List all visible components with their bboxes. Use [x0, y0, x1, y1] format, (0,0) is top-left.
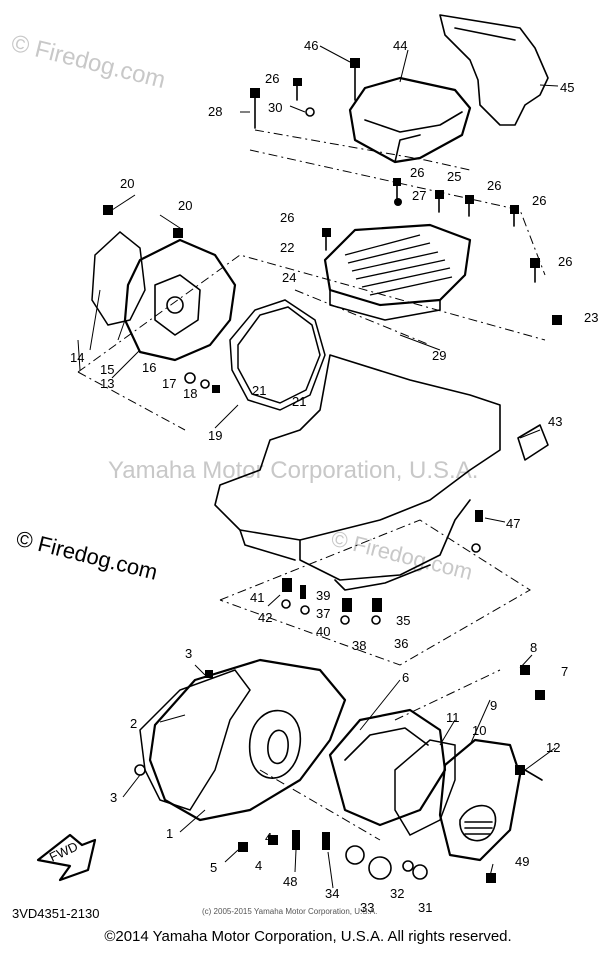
- callout-8: 8: [530, 640, 537, 655]
- gasket-14: [91, 231, 146, 326]
- diagram-code: 3VD4351-2130: [12, 906, 99, 921]
- callout-30: 30: [268, 100, 282, 115]
- callout-26c: 26: [487, 178, 501, 193]
- callout-26b: 26: [410, 165, 424, 180]
- callout-11: 11: [446, 710, 460, 725]
- callout-25: 25: [447, 169, 461, 184]
- callout-26f: 26: [558, 254, 572, 269]
- callout-19: 19: [208, 428, 222, 443]
- callout-45: 45: [560, 80, 574, 95]
- callout-35: 35: [396, 613, 410, 628]
- callout-43: 43: [548, 414, 562, 429]
- callout-9: 9: [490, 698, 497, 713]
- callout-24: 24: [282, 270, 296, 285]
- callout-34: 34: [325, 886, 339, 901]
- callout-6: 6: [402, 670, 409, 685]
- gasket-2: [139, 669, 251, 811]
- callout-16: 16: [142, 360, 156, 375]
- callout-47: 47: [506, 516, 520, 531]
- bolts-hardware: [103, 58, 562, 883]
- callout-38: 38: [352, 638, 366, 653]
- callout-7: 7: [561, 664, 568, 679]
- callout-36: 36: [394, 636, 408, 651]
- crankcase-cover-1: [148, 658, 347, 822]
- callout-22: 22: [280, 240, 294, 255]
- callout-3: 3: [185, 646, 192, 661]
- callout-18: 18: [183, 386, 197, 401]
- callout-48: 48: [283, 874, 297, 889]
- watermark-yamaha: Yamaha Motor Corporation, U.S.A.: [108, 457, 478, 484]
- callout-28: 28: [208, 104, 222, 119]
- callout-14: 14: [70, 350, 84, 365]
- callout-3b: 3: [110, 790, 117, 805]
- cover-6: [328, 708, 447, 827]
- heat-shield-45: [439, 14, 549, 126]
- callout-2: 2: [130, 716, 137, 731]
- callout-40: 40: [316, 624, 330, 639]
- callout-29: 29: [432, 348, 446, 363]
- callout-4b: 4: [265, 830, 272, 845]
- callout-27: 27: [412, 188, 426, 203]
- callout-44: 44: [393, 38, 407, 53]
- watermark-firedog-mid: © Firedog.com: [14, 526, 160, 585]
- callout-42: 42: [258, 610, 272, 625]
- cover-9-10-11: [394, 738, 522, 862]
- callout-15: 15: [100, 362, 114, 377]
- callout-10: 10: [472, 723, 486, 738]
- callout-21: 21: [252, 383, 266, 398]
- callout-46: 46: [304, 38, 318, 53]
- leader-lines: [77, 45, 559, 889]
- callout-41: 41: [250, 590, 264, 605]
- callout-23: 23: [584, 310, 598, 325]
- gasket-19: [229, 299, 326, 411]
- watermark-firedog-top: © Firedog.com: [9, 30, 169, 94]
- callout-1: 1: [166, 826, 173, 841]
- assembly-lines: [77, 129, 546, 841]
- callout-37: 37: [316, 606, 330, 621]
- callout-21b: 21: [292, 394, 306, 409]
- callout-26e: 26: [280, 210, 294, 225]
- callout-33: 33: [360, 900, 374, 915]
- crankcase-outline: [214, 354, 501, 591]
- callout-5: 5: [210, 860, 217, 875]
- callout-20b: 20: [178, 198, 192, 213]
- callout-13: 13: [100, 376, 114, 391]
- callout-49: 49: [515, 854, 529, 869]
- callout-31: 31: [418, 900, 432, 915]
- small-copyright: (c) 2005-2015 Yamaha Motor Corporation, …: [202, 907, 377, 916]
- callout-20: 20: [120, 176, 134, 191]
- cylinder-head-cover-44: [348, 76, 472, 164]
- cylinder-head-22: [323, 223, 472, 321]
- callout-labels: 1 2 3 3 4 4 5 6 7 8 9 10 11 12 13 14 15 …: [70, 38, 598, 915]
- footer-copyright: ©2014 Yamaha Motor Corporation, U.S.A. A…: [104, 928, 512, 945]
- callout-32: 32: [390, 886, 404, 901]
- callout-26a: 26: [265, 71, 279, 86]
- fwd-arrow: FWD: [36, 833, 97, 882]
- callout-17: 17: [162, 376, 176, 391]
- svg-text:FWD: FWD: [47, 839, 80, 865]
- callout-26d: 26: [532, 193, 546, 208]
- callout-4: 4: [255, 858, 262, 873]
- clutch-cover-13: [123, 238, 237, 362]
- callout-39: 39: [316, 588, 330, 603]
- callout-12: 12: [546, 740, 560, 755]
